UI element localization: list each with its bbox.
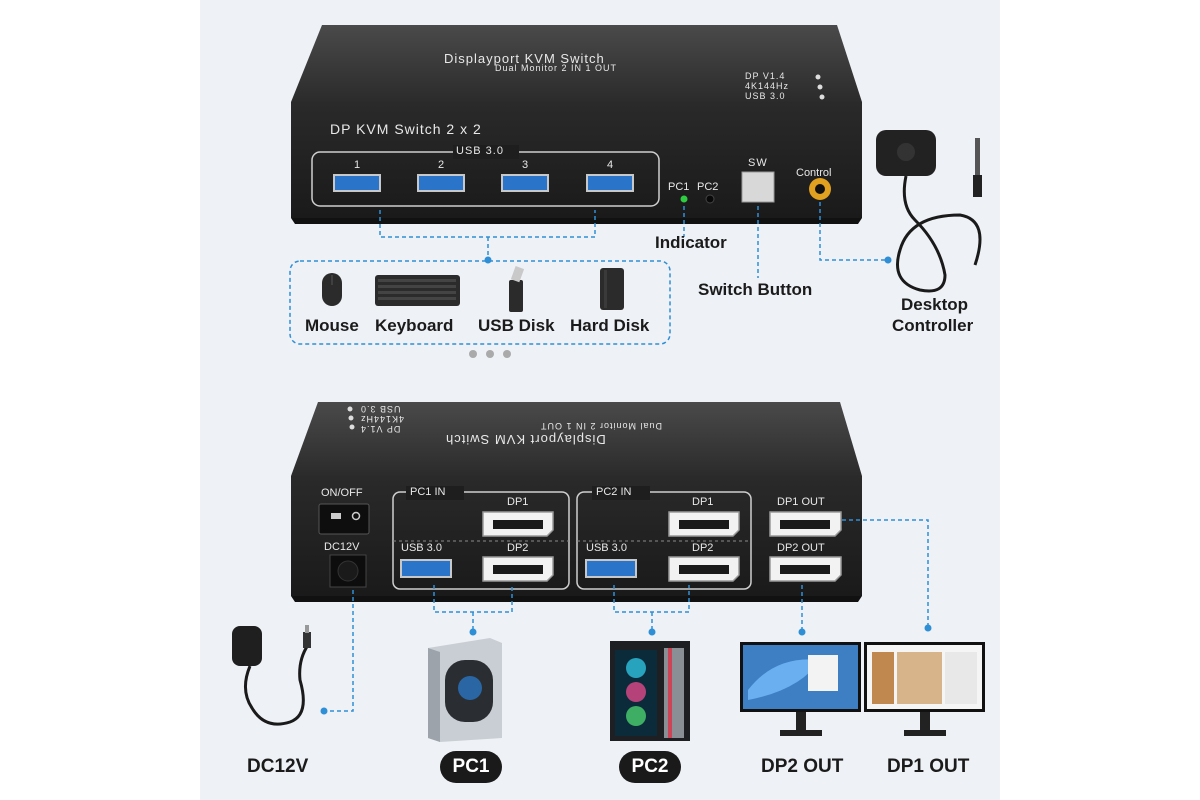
top-spec-4k: 4K144Hz xyxy=(745,81,790,91)
front-usb-ports xyxy=(333,174,634,192)
pc2-dp1-label: DP1 xyxy=(692,496,714,508)
rear-spec-dp: DP V1.4 xyxy=(360,424,401,434)
desktop-controller-callout-line1: Desktop xyxy=(901,295,969,314)
mouse-icon xyxy=(322,273,342,306)
device-keyboard: Keyboard xyxy=(375,316,454,335)
top-spec-usb: USB 3.0 xyxy=(745,91,786,101)
pc2-usb-label: USB 3.0 xyxy=(586,542,627,554)
power-adapter-device xyxy=(232,625,311,726)
pc2-tower xyxy=(610,641,690,741)
device-hard-disk: Hard Disk xyxy=(570,316,650,335)
pc1-tower xyxy=(428,638,502,742)
port-3-label: 3 xyxy=(522,159,530,171)
pc1-usb-label: USB 3.0 xyxy=(401,542,442,554)
control-label: Control xyxy=(796,167,832,179)
product-infographic: Displayport KVM Switch Dual Monitor 2 IN… xyxy=(200,0,1000,800)
on-off-label: ON/OFF xyxy=(321,487,363,499)
switch-button xyxy=(741,171,775,203)
switch-button-callout: Switch Button xyxy=(698,280,813,299)
port-1-label: 1 xyxy=(354,159,362,171)
dp1-out-port-label: DP1 OUT xyxy=(777,496,825,508)
rear-subtitle: Dual Monitor 2 IN 1 OUT xyxy=(540,421,663,431)
dp2-out-callout: DP2 OUT xyxy=(761,756,844,777)
dp2-out-port-label: DP2 OUT xyxy=(777,542,825,554)
rear-spec-4k: 4K144Hz xyxy=(360,414,405,424)
pc1-in-label: PC1 IN xyxy=(410,486,446,498)
device-mouse: Mouse xyxy=(305,316,359,335)
desktop-controller-device xyxy=(876,130,982,293)
pc1-dp1-label: DP1 xyxy=(507,496,529,508)
usb-group-label: USB 3.0 xyxy=(456,145,504,157)
pc2-led xyxy=(705,194,715,204)
pc2-in-label: PC2 IN xyxy=(596,486,632,498)
monitor-dp2-out xyxy=(740,642,861,736)
device-usb-disk: USB Disk xyxy=(478,316,555,335)
keyboard-icon xyxy=(375,275,460,306)
top-switch-lid xyxy=(291,25,862,102)
usb-disk-icon xyxy=(509,266,525,312)
top-spec-dp: DP V1.4 xyxy=(745,71,786,81)
hard-disk-icon xyxy=(600,268,624,310)
pc1-label: PC1 xyxy=(668,181,690,193)
pc2-label: PC2 xyxy=(697,181,719,193)
port-2-label: 2 xyxy=(438,159,446,171)
pc2-pill: PC2 xyxy=(619,751,681,783)
pc1-led xyxy=(680,195,688,203)
port-4-label: 4 xyxy=(607,159,615,171)
dp1-out-callout: DP1 OUT xyxy=(887,756,970,777)
power-switch xyxy=(318,503,370,535)
pc1-dp2-label: DP2 xyxy=(507,542,529,554)
dc12v-port-label: DC12V xyxy=(324,541,360,553)
pc2-dp2-label: DP2 xyxy=(692,542,714,554)
pc1-pill: PC1 xyxy=(440,751,502,783)
top-subtitle: Dual Monitor 2 IN 1 OUT xyxy=(495,63,618,73)
model-name: DP KVM Switch 2 x 2 xyxy=(330,121,482,137)
monitor-dp1-out xyxy=(864,642,985,736)
top-brand: Displayport KVM Switch xyxy=(444,51,605,66)
infographic-drawing xyxy=(232,25,985,742)
sw-label: SW xyxy=(748,157,768,169)
dc12v-callout: DC12V xyxy=(247,756,309,777)
rear-spec-usb: USB 3.0 xyxy=(360,404,401,414)
peripherals-frame xyxy=(289,260,671,345)
indicator-callout: Indicator xyxy=(655,233,727,252)
rear-brand: Displayport KVM Switch xyxy=(445,432,606,447)
desktop-controller-callout-line2: Controller xyxy=(892,316,974,335)
rear-switch-lid xyxy=(291,402,862,476)
top-switch-front xyxy=(291,102,862,218)
